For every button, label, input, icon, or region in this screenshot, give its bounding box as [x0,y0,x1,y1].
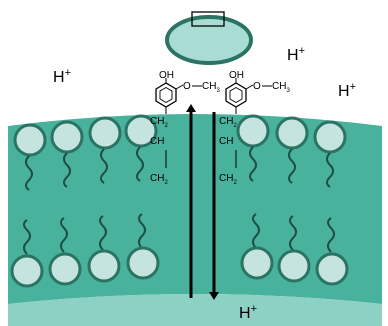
lipid-tails-top [25,146,334,191]
chain-label: CH [219,136,233,147]
proton-label: H+ [53,67,71,86]
chain-label: CH2 [219,116,237,129]
lipid-tail [327,217,335,253]
lipid-head [10,254,44,288]
lipid-tail [23,219,31,255]
lipid-tail [289,215,297,251]
lipid-leaflet-top [13,114,347,157]
benzene-ring [225,82,247,108]
lipid-tail [136,146,144,182]
chain-label: CH2 [150,116,168,129]
proton-label: H+ [239,303,257,322]
lipid-head [240,246,274,280]
methyl-label: CH3 [272,81,290,94]
chain-label: CH [150,136,164,147]
lipid-head [48,252,82,286]
methoxy-oxygen-label: O [183,81,191,92]
lipid-tail [60,217,68,253]
lipid-head [275,116,309,150]
lipid-tail [326,152,334,188]
benzene-ring [155,82,177,108]
lipid-tail [138,213,146,249]
lipid-head [124,114,158,148]
lipid-head [126,246,160,280]
chain-label: CH2 [219,173,237,186]
chain-label: CH2 [150,173,168,186]
hydroxyl-label: OH [229,70,244,81]
lipid-tail [63,152,71,188]
hydroxyl-label: OH [159,70,174,81]
methoxy-oxygen-label: O [253,81,261,92]
proton-label: H+ [287,45,305,64]
molecule-right: OH O CH3 CH2 CH CH2 [219,70,290,186]
methyl-label: CH3 [202,81,220,94]
lipid-tail [25,155,33,191]
inner-compartment [8,294,382,326]
lipid-tail [100,148,108,184]
lipid-head [277,249,311,283]
lipid-tail [252,213,260,249]
lipid-tails-bottom [23,213,335,255]
lipid-leaflet-bottom [10,246,349,288]
lipid-head [13,123,47,157]
lipid-head [88,116,122,150]
proton-label: H+ [338,81,356,100]
molecule-left: OH O CH3 CH2 CH CH2 [150,70,220,186]
lipid-tail [99,215,107,251]
lipid-tail [288,148,296,184]
lipid-head [236,114,270,148]
lipid-head [313,120,347,154]
lipid-head [315,252,349,286]
vesicle-box [191,11,225,27]
vesicle [165,11,253,65]
lipid-tail [249,146,257,182]
lipid-head [87,249,121,283]
lipid-head [50,120,84,154]
